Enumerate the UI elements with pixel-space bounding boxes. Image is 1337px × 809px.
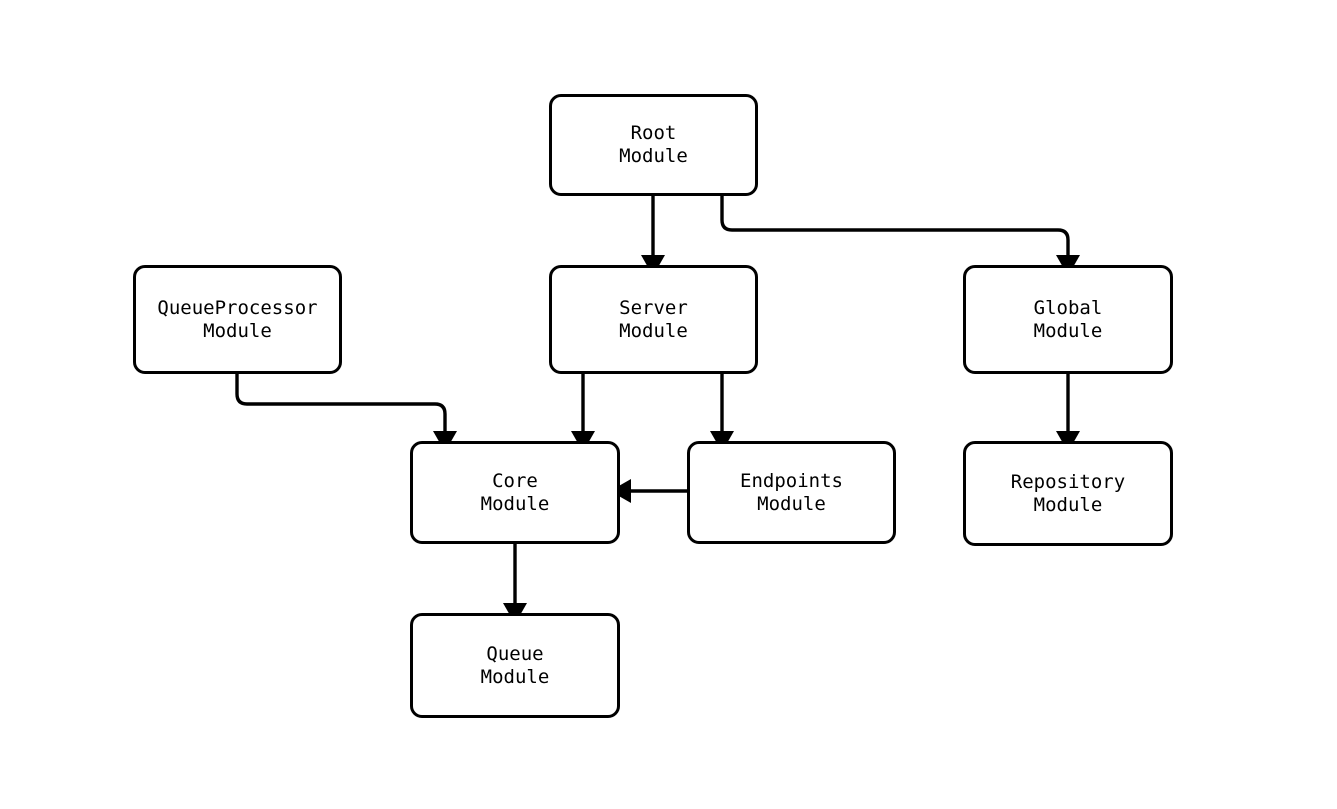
node-label: QueueProcessor Module xyxy=(157,296,318,342)
node-label: Root Module xyxy=(619,122,688,167)
node-endpoints-module[interactable]: Endpoints Module xyxy=(687,441,896,544)
node-repository-module[interactable]: Repository Module xyxy=(963,441,1173,546)
node-core-module[interactable]: Core Module xyxy=(410,441,620,544)
node-label: Repository Module xyxy=(1010,470,1126,516)
edge-root-to-server xyxy=(641,196,665,276)
node-global-module[interactable]: Global Module xyxy=(963,265,1173,374)
node-label: Core Module xyxy=(480,469,550,515)
node-queueprocessor-module[interactable]: QueueProcessor Module xyxy=(133,265,342,374)
edge-core-to-queue xyxy=(503,544,527,624)
node-label: Queue Module xyxy=(480,642,550,688)
node-root-module[interactable]: Root Module xyxy=(549,94,758,196)
edge-line xyxy=(235,374,447,431)
arrowhead-left xyxy=(610,479,631,503)
edge-root-to-global xyxy=(720,196,1080,276)
edge-line xyxy=(720,196,1070,255)
node-queue-module[interactable]: Queue Module xyxy=(410,613,620,718)
node-server-module[interactable]: Server Module xyxy=(549,265,758,374)
edge-endpoints-to-core xyxy=(610,479,687,503)
node-label: Global Module xyxy=(1033,296,1103,342)
node-label: Server Module xyxy=(619,296,688,342)
node-label: Endpoints Module xyxy=(740,469,843,515)
